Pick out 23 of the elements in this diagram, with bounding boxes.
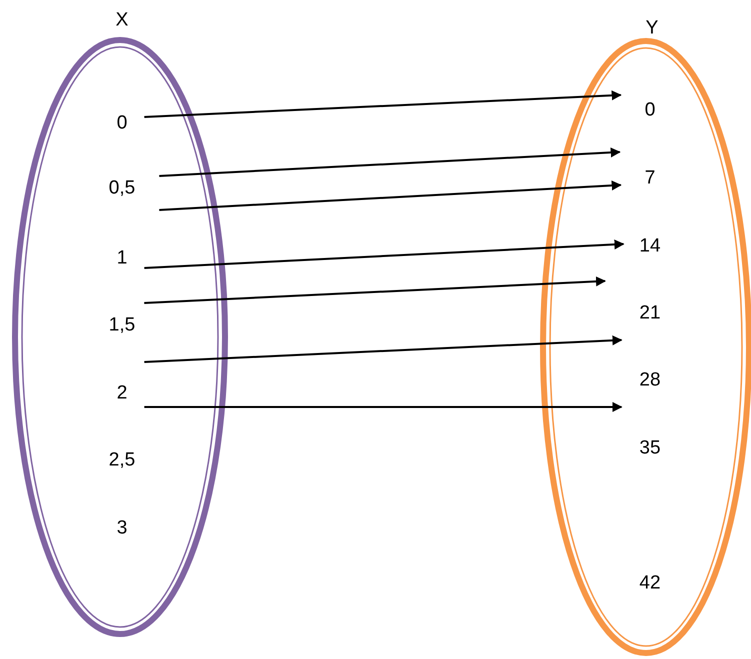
set-name: Y: [646, 18, 658, 38]
arrow: [144, 276, 606, 304]
set-name: X: [116, 10, 128, 30]
value-label: 21: [639, 304, 661, 322]
value-label: 14: [639, 236, 661, 256]
value-label: 3: [116, 518, 128, 538]
arrow: [159, 147, 621, 177]
arrow: [144, 90, 622, 118]
value-label: 0,5: [108, 178, 136, 198]
arrow: [144, 239, 624, 269]
value-label: 1: [116, 248, 128, 268]
value-label: 2: [116, 384, 128, 402]
value-label: 1,5: [108, 316, 136, 334]
arrow: [144, 335, 622, 363]
value-label: 2,5: [108, 450, 136, 470]
value-label: 28: [639, 370, 661, 390]
value-label: 0: [116, 114, 128, 132]
value-label: 0: [644, 100, 656, 120]
arrow: [144, 402, 622, 412]
value-label: 7: [644, 168, 656, 188]
arrow: [159, 180, 622, 211]
value-label: 42: [639, 574, 661, 592]
value-label: 35: [639, 438, 661, 458]
